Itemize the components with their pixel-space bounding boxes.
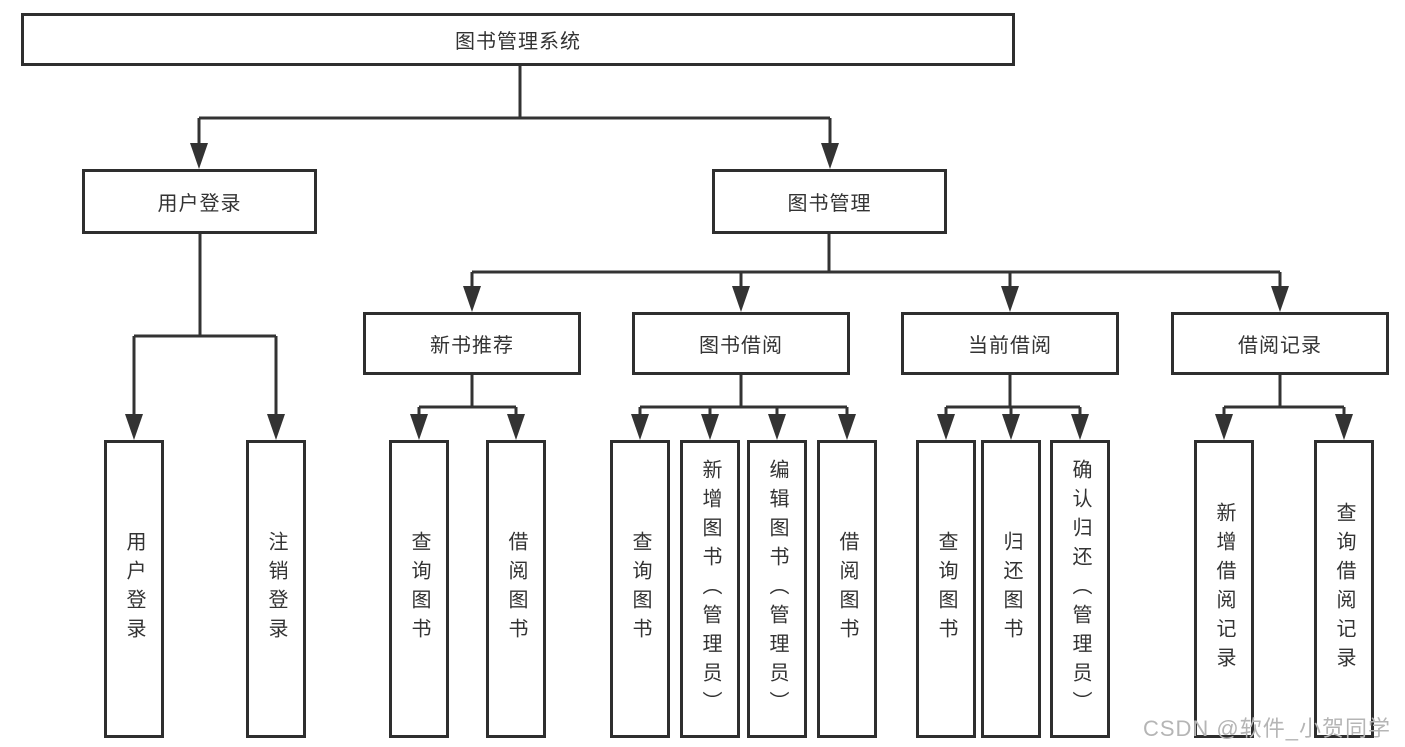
arrow-icon <box>937 414 955 440</box>
arrow-icon <box>732 286 750 312</box>
arrow-icon <box>1002 414 1020 440</box>
node-label: 用户登录 <box>157 193 242 215</box>
arrow-icon <box>463 286 481 312</box>
arrow-icon <box>410 414 428 440</box>
node-label: 图书管理 <box>787 193 872 215</box>
node-book-borrow: 图书借阅 <box>632 312 850 375</box>
node-new-book-recommend: 新书推荐 <box>363 312 581 375</box>
leaf-borrow-books-recommend: 借阅图书 <box>486 440 546 738</box>
arrow-icon <box>267 414 285 440</box>
node-label: 归还图书 <box>1000 531 1022 647</box>
node-label: 查询图书 <box>935 531 957 647</box>
leaf-edit-books-admin: 编辑图书（管理员） <box>747 440 807 738</box>
leaf-logout: 注销登录 <box>246 440 306 738</box>
node-label: 新增图书（管理员） <box>699 458 721 720</box>
node-label: 新书推荐 <box>430 335 514 357</box>
leaf-query-books-current: 查询图书 <box>916 440 976 738</box>
arrow-icon <box>631 414 649 440</box>
tree-edges <box>132 66 1346 418</box>
leaf-user-login: 用户登录 <box>104 440 164 738</box>
node-label: 用户登录 <box>123 531 145 647</box>
arrow-icon <box>1271 286 1289 312</box>
node-label: 查询图书 <box>408 531 430 647</box>
leaf-query-books-borrow: 查询图书 <box>610 440 670 738</box>
leaf-confirm-return-admin: 确认归还（管理员） <box>1050 440 1110 738</box>
arrow-icon <box>1001 286 1019 312</box>
node-label: 借阅图书 <box>505 531 527 647</box>
arrow-icon <box>507 414 525 440</box>
node-label: 确认归还（管理员） <box>1069 458 1091 720</box>
node-label: 查询借阅记录 <box>1333 502 1355 676</box>
node-label: 注销登录 <box>265 531 287 647</box>
node-label: 图书借阅 <box>699 335 783 357</box>
leaf-borrow-books: 借阅图书 <box>817 440 877 738</box>
leaf-return-books: 归还图书 <box>981 440 1041 738</box>
arrowheads <box>125 143 1353 440</box>
leaf-add-borrow-record: 新增借阅记录 <box>1194 440 1254 738</box>
leaf-query-books-recommend: 查询图书 <box>389 440 449 738</box>
csdn-watermark: CSDN @软件_小贺同学 <box>1142 716 1391 741</box>
node-root-library-management-system: 图书管理系统 <box>21 13 1015 66</box>
leaf-add-books-admin: 新增图书（管理员） <box>680 440 740 738</box>
node-label: 编辑图书（管理员） <box>766 458 788 720</box>
node-user-login: 用户登录 <box>82 169 317 234</box>
arrow-icon <box>190 143 208 169</box>
node-label: 图书管理系统 <box>455 31 581 53</box>
node-borrow-record: 借阅记录 <box>1171 312 1389 375</box>
arrow-icon <box>1071 414 1089 440</box>
node-current-borrow: 当前借阅 <box>901 312 1119 375</box>
node-label: 当前借阅 <box>968 335 1052 357</box>
node-label: 借阅图书 <box>836 531 858 647</box>
arrow-icon <box>1215 414 1233 440</box>
node-label: 新增借阅记录 <box>1213 502 1235 676</box>
leaf-query-borrow-record: 查询借阅记录 <box>1314 440 1374 738</box>
node-label: 借阅记录 <box>1238 335 1322 357</box>
arrow-icon <box>1335 414 1353 440</box>
arrow-icon <box>821 143 839 169</box>
arrow-icon <box>768 414 786 440</box>
node-book-management: 图书管理 <box>712 169 947 234</box>
arrow-icon <box>125 414 143 440</box>
arrow-icon <box>701 414 719 440</box>
node-label: 查询图书 <box>629 531 651 647</box>
arrow-icon <box>838 414 856 440</box>
